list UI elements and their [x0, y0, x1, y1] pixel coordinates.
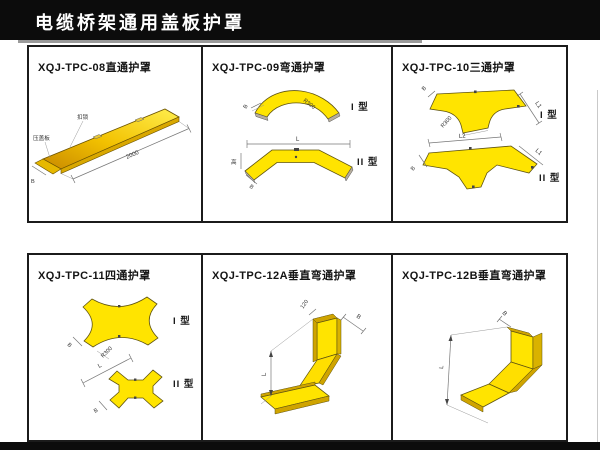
dim-label-b2: B: [93, 408, 99, 415]
dim-label-b: B: [500, 310, 507, 317]
panel-title: XQJ-TPC-08直通护罩: [38, 62, 152, 74]
type2-label: II 型: [539, 172, 560, 184]
panel-title: XQJ-TPC-10三通护罩: [402, 62, 516, 74]
dim-label-l2: L2: [459, 133, 467, 140]
type2-miter-shape: [240, 140, 354, 185]
dim-label-b1: B: [66, 342, 73, 349]
type2-tee-shape: [418, 132, 544, 190]
dimension-lines: [445, 315, 512, 424]
dimension-lines: [31, 120, 192, 184]
type2-label: II 型: [173, 378, 194, 390]
panel-tpc09: XQJ-TPC-09弯通护罩 R300 B I 型 L 高 B II 型: [201, 45, 393, 223]
panel-tpc10: XQJ-TPC-10三通护罩 B R300 L1 I 型 L2 L: [391, 45, 568, 223]
type1-label: I 型: [540, 109, 558, 121]
type1-cross-shape: [72, 296, 159, 360]
type2-label: II 型: [357, 156, 378, 168]
type1-label: I 型: [351, 101, 369, 113]
panel-tpc11: XQJ-TPC-11四通护罩 B R300 I 型 L B II 型: [27, 253, 203, 442]
dim-label-l: L: [97, 363, 103, 370]
type2-cross-shape: [80, 353, 164, 411]
dimension-lines: [260, 308, 367, 405]
type1-arc-shape: [250, 90, 341, 123]
panel-tpc08: XQJ-TPC-08直通护罩 2000 B 压盖板 扣锁: [27, 45, 203, 223]
panel-title: XQJ-TPC-09弯通护罩: [212, 62, 326, 74]
dim-label-l: L: [296, 137, 300, 143]
dim-label-l: L: [439, 365, 445, 370]
dim-label-r300: R300: [100, 346, 114, 360]
panel-title: XQJ-TPC-12B垂直弯通护罩: [402, 270, 547, 282]
panel-title: XQJ-TPC-12A垂直弯通护罩: [212, 270, 357, 282]
straight-cover-shape: [34, 108, 180, 175]
page-title: 电缆桥架通用盖板护罩: [35, 13, 245, 33]
dim-label-l1b: L1: [534, 148, 543, 157]
dim-label-b: B: [31, 179, 35, 185]
header-band: 电缆桥架通用盖板护罩: [0, 0, 600, 40]
dim-label-b1: B: [243, 103, 250, 110]
diagram-cross-cover: B R300 I 型 L B II 型: [66, 296, 194, 415]
dim-label-height: 高: [231, 158, 237, 166]
diagram-straight-cover: 2000 B 压盖板 扣锁: [31, 108, 192, 185]
type1-label: I 型: [173, 315, 191, 327]
panel-title: XQJ-TPC-11四通护罩: [38, 270, 151, 282]
header-shadow-line: [18, 40, 422, 43]
dim-label-l: L: [262, 372, 268, 376]
dim-label-l1a: L1: [533, 101, 542, 110]
dim-label-120: 120: [300, 299, 310, 310]
right-edge-line: [597, 90, 598, 442]
diagram-curved-cover: R300 B I 型 L 高 B II 型: [231, 90, 378, 191]
elbow-shape: [460, 326, 543, 413]
footer-band: [0, 442, 600, 450]
dim-label-b2: B: [410, 165, 417, 172]
dim-label-b1: B: [421, 85, 428, 92]
dim-label-b: B: [355, 314, 362, 321]
part-label-lock: 扣锁: [77, 113, 89, 121]
panel-tpc12b: XQJ-TPC-12B垂直弯通护罩 B L: [391, 253, 568, 442]
diagram-vertical-bend-a: 120 B L: [260, 299, 367, 415]
dim-label-r300: R300: [440, 115, 453, 129]
diagram-tee-cover: B R300 L1 I 型 L2 L1 B II 型: [410, 85, 560, 190]
dim-label-b2: B: [248, 184, 255, 191]
type1-tee-shape: [427, 89, 543, 136]
elbow-shape: [260, 313, 342, 415]
panel-tpc12a: XQJ-TPC-12A垂直弯通护罩 120 B L: [201, 253, 393, 442]
diagram-vertical-bend-b: B L: [439, 310, 543, 424]
dim-label-2000: 2000: [125, 150, 140, 161]
part-label-cover-plate: 压盖板: [33, 134, 50, 142]
